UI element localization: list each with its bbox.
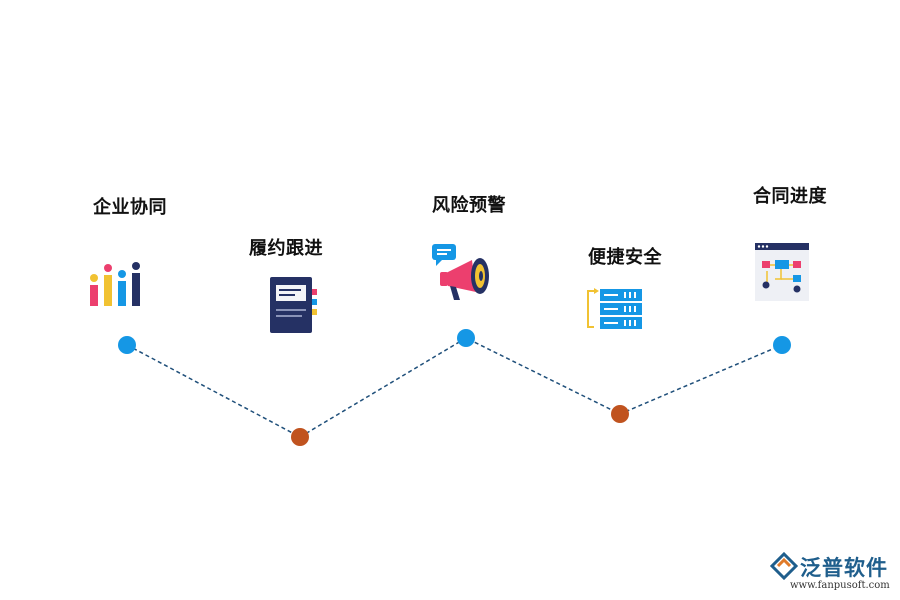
node-dot-3 <box>457 329 475 347</box>
server-icon <box>587 288 642 329</box>
node-dot-4 <box>611 405 629 423</box>
node-dot-1 <box>118 336 136 354</box>
logo-url-text: www.fanpusoft.com <box>790 580 890 591</box>
logo-brand-text: 泛普软件 <box>800 556 888 580</box>
dashed-connector <box>126 337 783 438</box>
flowchart-window-icon <box>755 243 809 301</box>
notebook-icon <box>270 277 317 333</box>
node-dot-5 <box>773 336 791 354</box>
node-label-4: 便捷安全 <box>588 247 662 268</box>
node-label-1: 企业协同 <box>93 197 167 218</box>
logo-mark-icon <box>770 552 798 580</box>
node-label-2: 履约跟进 <box>249 238 323 259</box>
bar-people-icon <box>90 262 140 306</box>
node-label-5: 合同进度 <box>753 186 827 207</box>
node-dot-2 <box>291 428 309 446</box>
fanpusoft-logo: 泛普软件 www.fanpusoft.com <box>770 552 890 598</box>
megaphone-icon <box>432 244 489 300</box>
node-label-3: 风险预警 <box>432 195 506 216</box>
